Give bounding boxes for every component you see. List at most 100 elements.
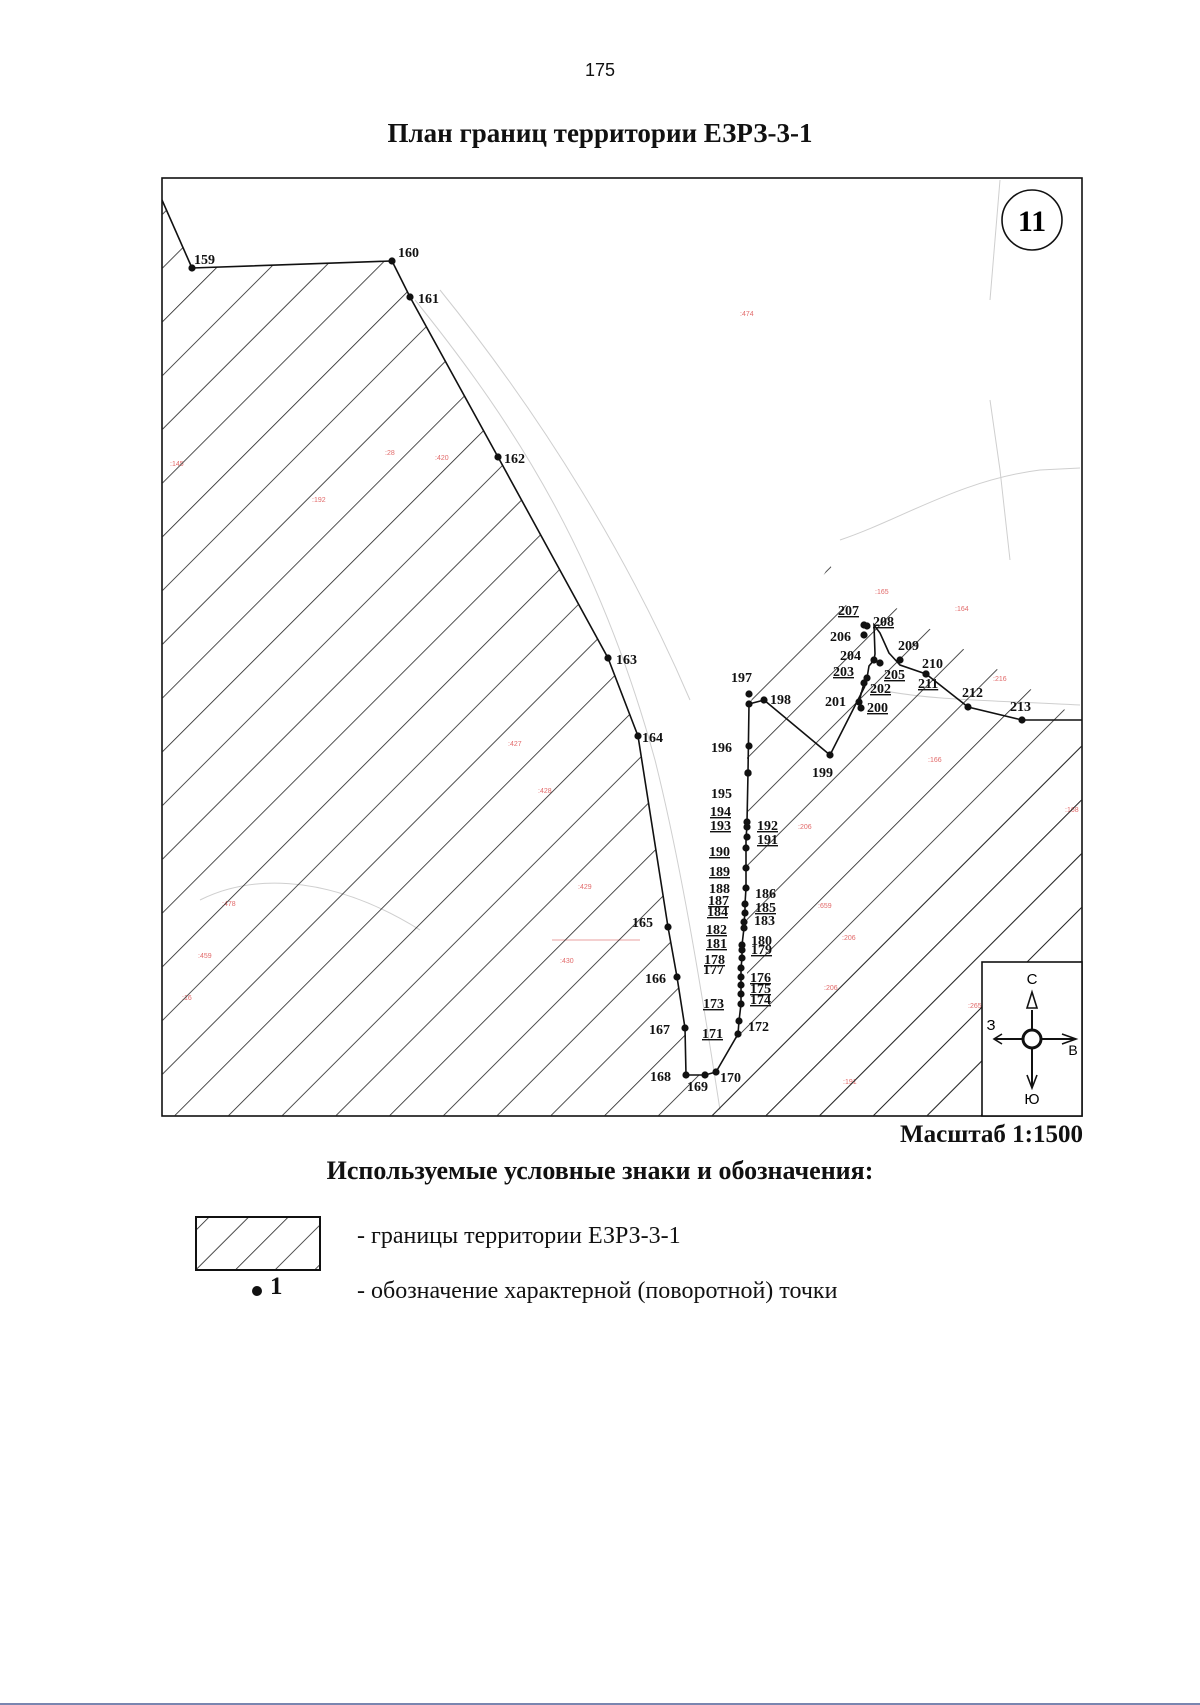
point-label-212: 212 bbox=[962, 686, 983, 701]
boundary-point-199 bbox=[826, 751, 834, 759]
point-label-189: 189 bbox=[709, 865, 730, 880]
boundary-point-183 bbox=[741, 909, 749, 917]
boundary-point-208 bbox=[863, 622, 871, 630]
page-title: План границ территории ЕЗРЗ-3-1 bbox=[387, 118, 813, 148]
compass-north-label: С bbox=[1027, 971, 1038, 988]
boundary-point-161 bbox=[406, 293, 414, 301]
compass-east-label: В bbox=[1068, 1042, 1077, 1058]
boundary-point-180 bbox=[738, 941, 746, 949]
boundary-point-174 bbox=[737, 990, 745, 998]
point-label-179: 179 bbox=[751, 943, 772, 958]
boundary-point-195 bbox=[745, 700, 753, 708]
point-label-184: 184 bbox=[707, 905, 728, 920]
boundary-point-194 bbox=[744, 769, 752, 777]
point-label-188: 188 bbox=[709, 882, 730, 897]
boundary-point-203 bbox=[863, 674, 871, 682]
boundary-point-159 bbox=[188, 264, 196, 272]
boundary-point-211 bbox=[922, 670, 930, 678]
point-label-187: 187 bbox=[708, 894, 729, 909]
boundary-point-171 bbox=[734, 1030, 742, 1038]
boundary-point-181 bbox=[740, 924, 748, 932]
svg-text::165: :165 bbox=[875, 589, 889, 596]
point-label-197: 197 bbox=[731, 671, 752, 686]
point-label-173: 173 bbox=[703, 997, 724, 1012]
boundary-point-163 bbox=[604, 654, 612, 662]
boundary-point-204 bbox=[870, 656, 878, 664]
point-label-169: 169 bbox=[687, 1080, 708, 1095]
point-label-193: 193 bbox=[710, 819, 731, 834]
point-label-210: 210 bbox=[922, 657, 943, 672]
point-label-166: 166 bbox=[645, 972, 666, 987]
top-left-boundary-edge bbox=[162, 199, 193, 269]
point-label-160: 160 bbox=[398, 246, 419, 261]
point-label-182: 182 bbox=[706, 923, 727, 938]
point-label-206: 206 bbox=[830, 630, 851, 645]
point-label-180: 180 bbox=[751, 934, 772, 949]
boundary-point-190 bbox=[743, 818, 751, 826]
point-label-171: 171 bbox=[702, 1027, 723, 1042]
point-label-174: 174 bbox=[750, 993, 771, 1008]
boundary-point-172 bbox=[735, 1017, 743, 1025]
point-label-198: 198 bbox=[770, 693, 791, 708]
boundary-point-209 bbox=[896, 656, 904, 664]
point-label-209: 209 bbox=[898, 639, 919, 654]
boundary-point-166 bbox=[673, 973, 681, 981]
point-label-195: 195 bbox=[711, 787, 732, 802]
boundary-point-177 bbox=[737, 964, 745, 972]
legend-hatch-symbol bbox=[195, 1216, 321, 1271]
point-label-159: 159 bbox=[194, 253, 215, 268]
point-label-191: 191 bbox=[757, 833, 778, 848]
boundary-point-184 bbox=[741, 900, 749, 908]
point-label-186: 186 bbox=[755, 887, 776, 902]
point-label-202: 202 bbox=[870, 682, 891, 697]
boundary-point-212 bbox=[964, 703, 972, 711]
boundary-point-206 bbox=[860, 631, 868, 639]
compass-rose: С Ю З В bbox=[981, 961, 1083, 1117]
point-label-211: 211 bbox=[918, 677, 938, 692]
boundary-point-162 bbox=[494, 453, 502, 461]
boundary-point-185 bbox=[742, 884, 750, 892]
legend-item-point-text: - обозначение характерной (поворотной) т… bbox=[357, 1278, 838, 1304]
svg-text::474: :474 bbox=[740, 311, 754, 318]
point-label-203: 203 bbox=[833, 665, 854, 680]
point-label-162: 162 bbox=[504, 452, 525, 467]
point-label-165: 165 bbox=[632, 916, 653, 931]
boundary-point-189 bbox=[743, 823, 751, 831]
point-label-208: 208 bbox=[873, 615, 894, 630]
boundary-point-187 bbox=[742, 844, 750, 852]
boundary-point-176 bbox=[737, 973, 745, 981]
point-label-205: 205 bbox=[884, 668, 905, 683]
boundary-point-196 bbox=[745, 742, 753, 750]
point-label-167: 167 bbox=[649, 1023, 670, 1038]
point-label-194: 194 bbox=[710, 805, 731, 820]
point-label-201: 201 bbox=[825, 695, 846, 710]
point-label-170: 170 bbox=[720, 1071, 741, 1086]
point-label-172: 172 bbox=[748, 1020, 769, 1035]
boundary-point-167 bbox=[681, 1024, 689, 1032]
boundary-point-165 bbox=[664, 923, 672, 931]
point-label-161: 161 bbox=[418, 292, 439, 307]
territory-left-area bbox=[162, 200, 1082, 1116]
boundary-point-169 bbox=[701, 1071, 709, 1079]
point-label-163: 163 bbox=[616, 653, 637, 668]
point-label-168: 168 bbox=[650, 1070, 671, 1085]
boundary-point-173 bbox=[737, 1000, 745, 1008]
point-label-185: 185 bbox=[755, 901, 776, 916]
boundary-point-186 bbox=[742, 864, 750, 872]
point-label-192: 192 bbox=[757, 819, 778, 834]
svg-text::164: :164 bbox=[955, 606, 969, 613]
boundary-point-188 bbox=[743, 833, 751, 841]
boundary-point-213 bbox=[1018, 716, 1026, 724]
point-label-175: 175 bbox=[750, 982, 771, 997]
point-label-204: 204 bbox=[840, 649, 861, 664]
legend-item-territory-text: - границы территории ЕЗРЗ-3-1 bbox=[357, 1223, 681, 1249]
point-label-177: 177 bbox=[703, 963, 724, 978]
compass-south-label: Ю bbox=[1024, 1091, 1039, 1108]
point-label-164: 164 bbox=[642, 731, 663, 746]
boundary-point-168 bbox=[682, 1071, 690, 1079]
point-label-190: 190 bbox=[709, 845, 730, 860]
point-label-200: 200 bbox=[867, 701, 888, 716]
point-label-183: 183 bbox=[754, 914, 775, 929]
point-label-178: 178 bbox=[704, 953, 725, 968]
